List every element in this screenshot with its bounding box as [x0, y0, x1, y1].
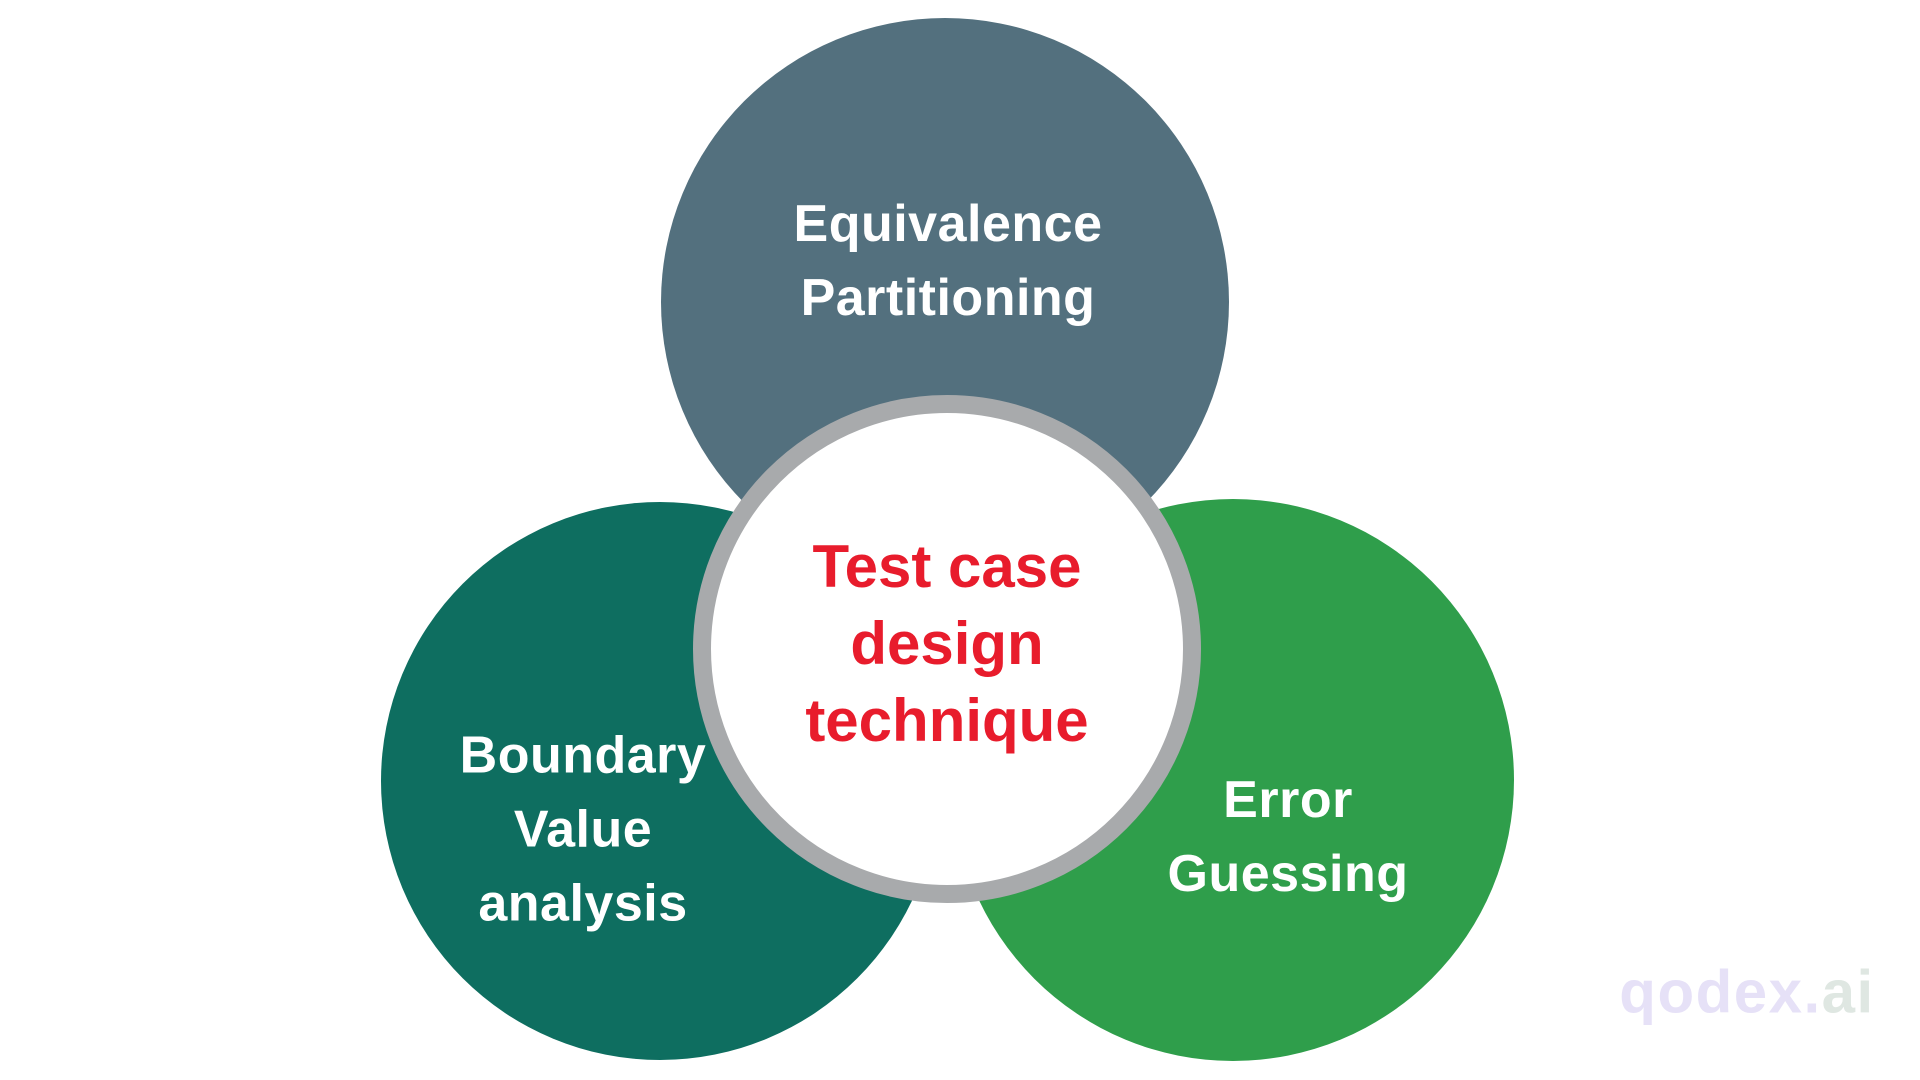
label-line: Guessing [1167, 845, 1409, 903]
title-line: Test case [812, 532, 1082, 600]
label-line: Partitioning [800, 269, 1096, 327]
watermark-suffix: ai [1821, 958, 1875, 1026]
title-line: technique [805, 686, 1089, 754]
label-line: Value [513, 800, 653, 859]
error-guessing-label: Error Guessing [1168, 764, 1409, 912]
title-line: design [850, 609, 1044, 677]
watermark-brand: qodex. [1619, 958, 1822, 1026]
boundary-value-analysis-label: Boundary Value analysis [460, 719, 707, 940]
label-line: Equivalence [793, 195, 1103, 254]
diagram-title: Test case design technique [805, 529, 1088, 759]
qodex-ai-watermark: qodex.ai [1619, 958, 1874, 1027]
equivalence-partitioning-label: Equivalence Partitioning [794, 188, 1103, 336]
label-line: analysis [478, 873, 688, 932]
label-line: Boundary [459, 726, 707, 785]
label-line: Error [1223, 771, 1353, 830]
